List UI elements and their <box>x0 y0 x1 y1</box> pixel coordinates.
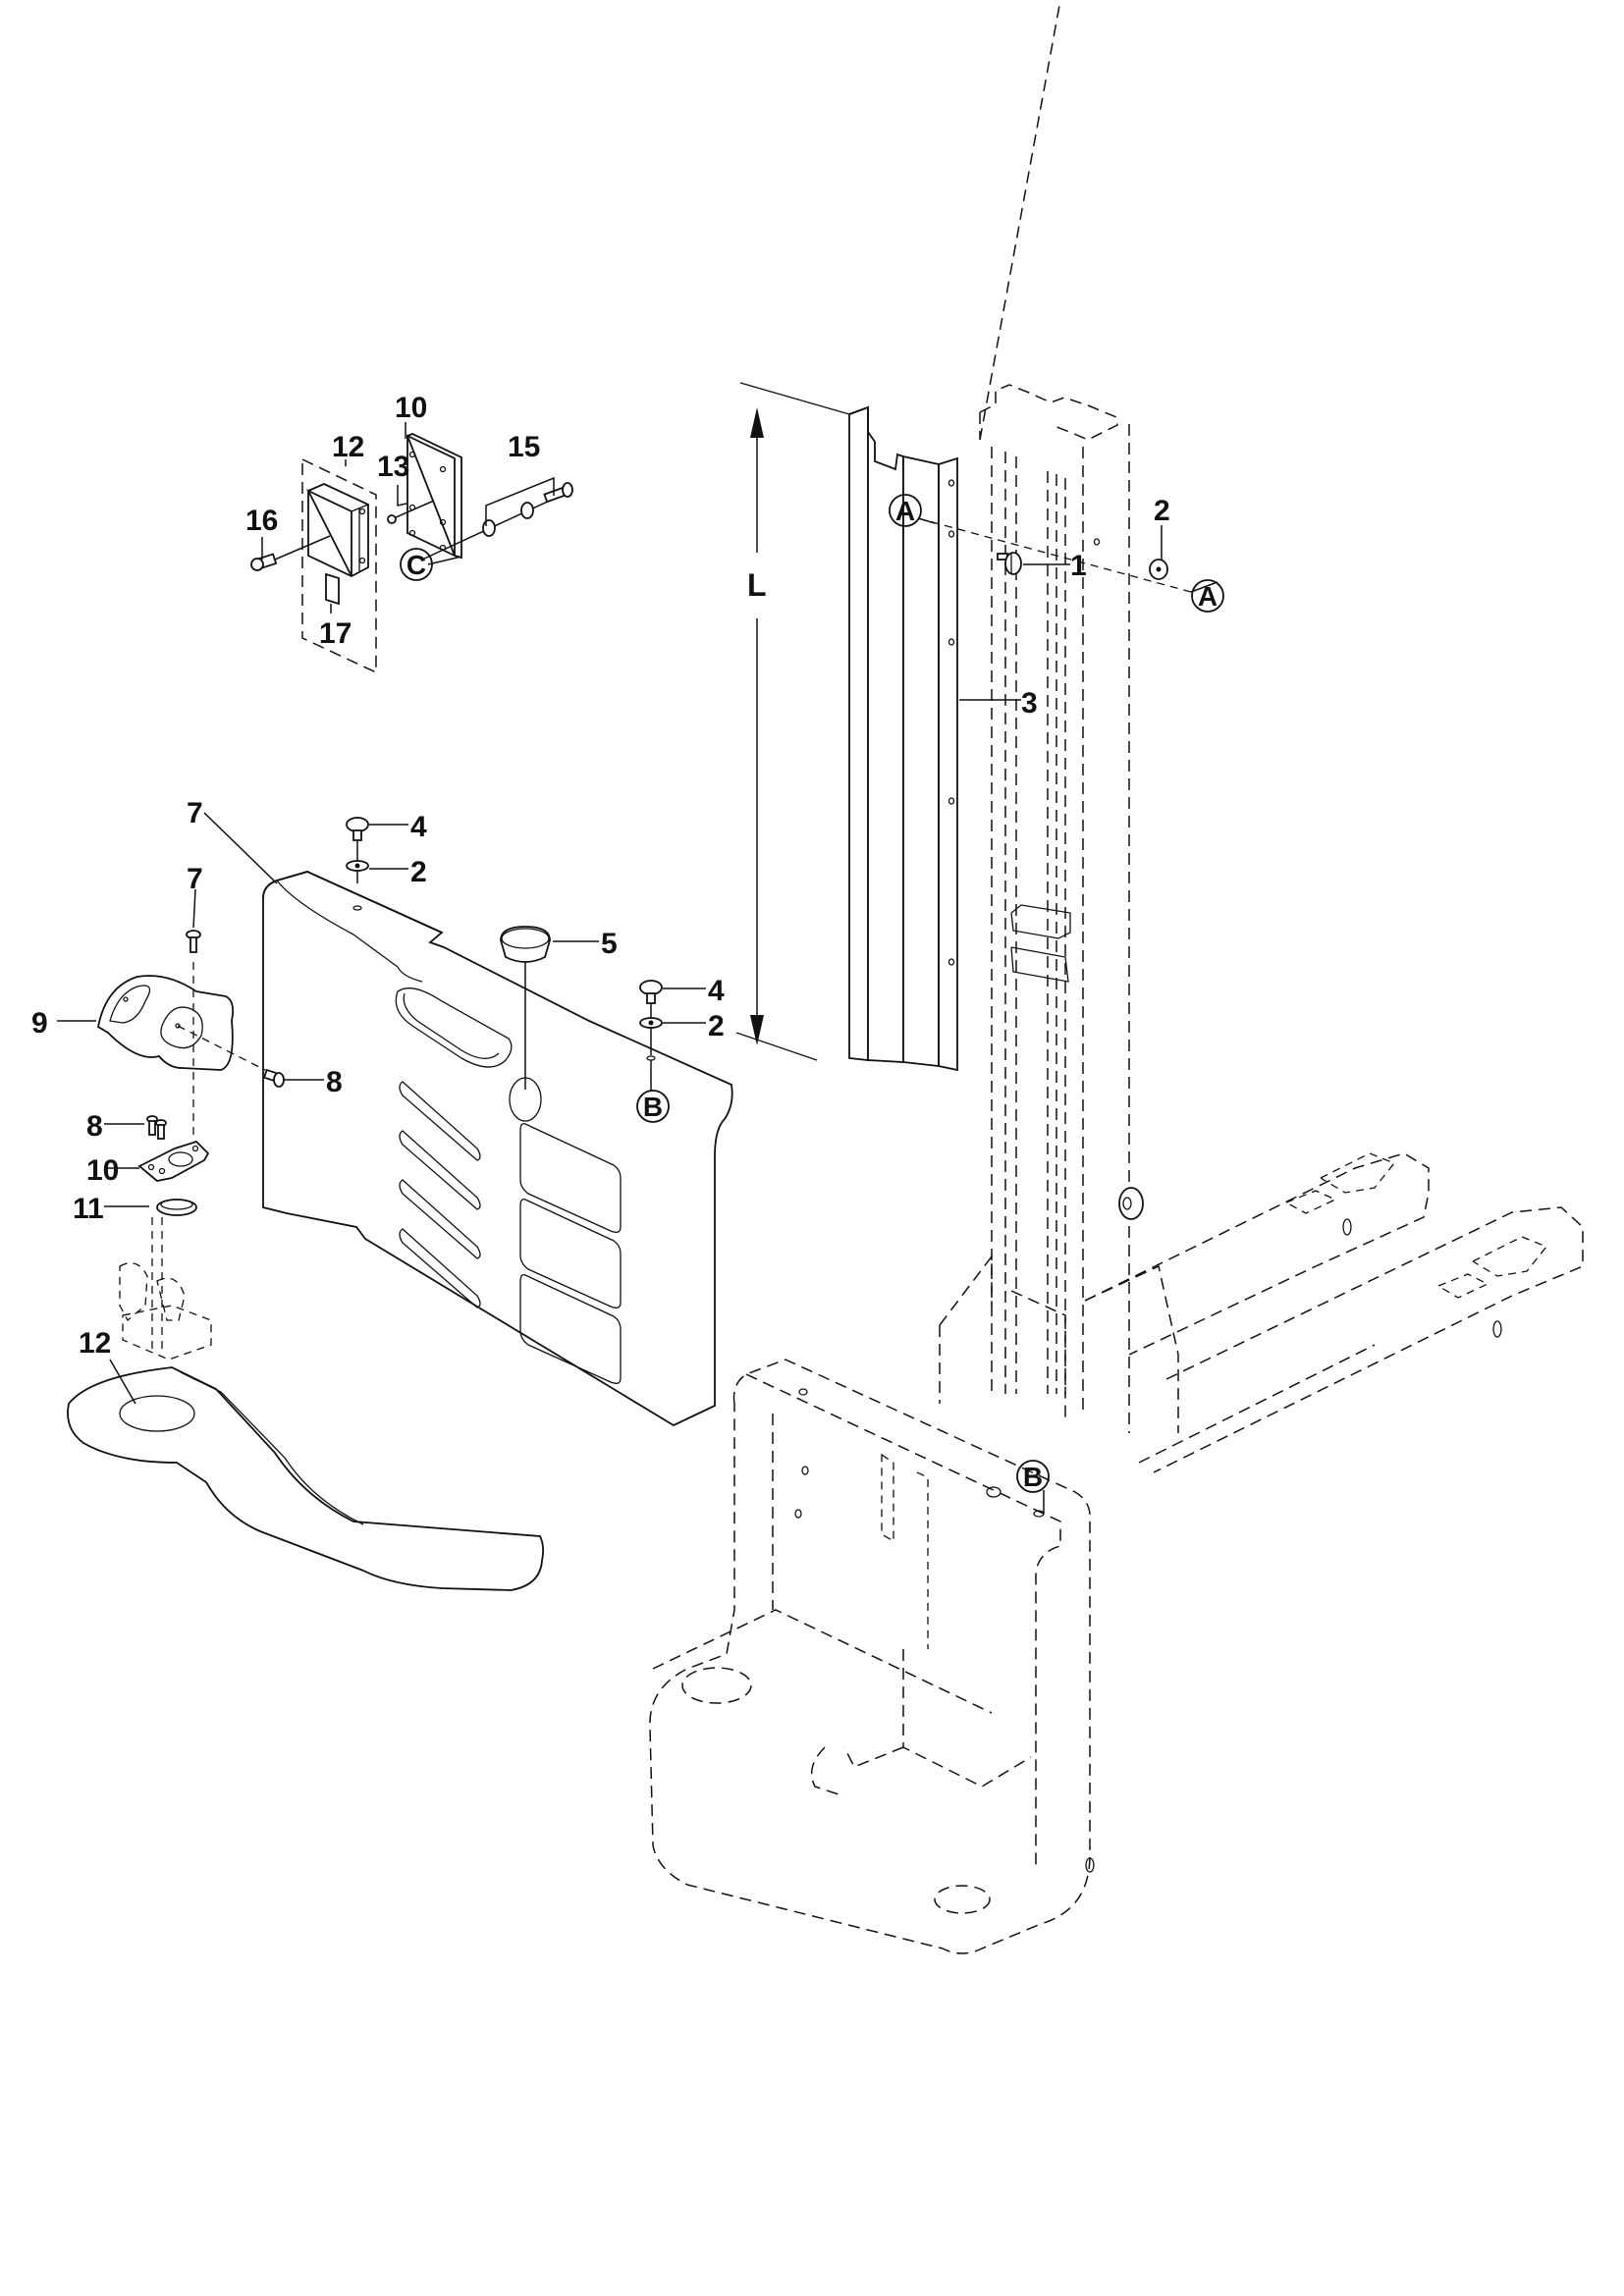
svg-text:B: B <box>643 1092 663 1122</box>
callout-4-right: 4 <box>708 975 725 1007</box>
dimension-L-label: L <box>747 567 767 603</box>
mast-frame <box>939 0 1584 1473</box>
svg-text:C: C <box>406 550 426 580</box>
cover-top-fasteners <box>346 817 369 883</box>
callout-8: 9 <box>31 1007 48 1040</box>
bolt-16 <box>250 535 331 571</box>
svg-text:B: B <box>1023 1462 1043 1492</box>
leader-lines <box>57 422 1218 1514</box>
ref-marker-A-2: A <box>1191 579 1224 613</box>
callout-13: 13 <box>377 451 409 483</box>
dimension-L <box>735 382 850 1061</box>
callout-7-top: 7 <box>187 863 203 895</box>
callout-11: 12 <box>79 1327 111 1360</box>
main-body-cover <box>262 871 733 1427</box>
callouts: 10 12 13 15 16 17 1 2 3 7 4 2 7 5 4 2 9 … <box>31 392 1170 1360</box>
cover-right-fasteners <box>639 980 663 1055</box>
svg-text:A: A <box>1198 581 1218 612</box>
callout-2-right: 2 <box>708 1010 725 1042</box>
ref-marker-B-2: B <box>1016 1460 1050 1493</box>
mounting-plate-9 <box>137 1140 210 1182</box>
callout-2-top: 2 <box>410 856 427 888</box>
cover-vent-slots <box>399 1081 481 1308</box>
control-box-assembly <box>250 433 573 674</box>
callout-12: 12 <box>332 431 364 463</box>
mast-cover-panel <box>848 405 958 1072</box>
callout-6: 7 <box>187 797 203 829</box>
cover-windows <box>519 1123 622 1384</box>
callout-4-top: 4 <box>410 811 427 843</box>
callout-7-side: 8 <box>326 1066 343 1098</box>
callout-17: 17 <box>319 617 352 650</box>
hinge-bracket <box>119 1262 212 1361</box>
tiller-head-cover <box>96 930 285 1140</box>
svg-text:A: A <box>895 496 915 526</box>
callout-7-plate: 8 <box>86 1110 103 1143</box>
ref-marker-B-1: B <box>636 1090 670 1123</box>
plug-5 <box>500 926 551 1090</box>
callout-10: 11 <box>73 1193 104 1225</box>
ref-marker-A-1: A <box>889 494 922 527</box>
callout-9: 10 <box>86 1154 119 1187</box>
callout-14: 10 <box>395 392 427 424</box>
lower-base-cover <box>67 1359 545 1591</box>
callout-16: 16 <box>245 505 278 537</box>
callout-2-mast: 2 <box>1154 495 1170 527</box>
reference-markers: A A B B C <box>400 494 1224 1493</box>
ref-marker-C: C <box>400 548 433 581</box>
callout-5: 5 <box>601 928 618 960</box>
callout-3: 3 <box>1021 687 1038 720</box>
chassis-frame <box>649 1359 1095 1954</box>
ring-10 <box>151 1199 197 1355</box>
callout-15: 15 <box>508 431 540 463</box>
callout-1: 1 <box>1070 550 1087 582</box>
mast-fasteners <box>917 517 1192 593</box>
